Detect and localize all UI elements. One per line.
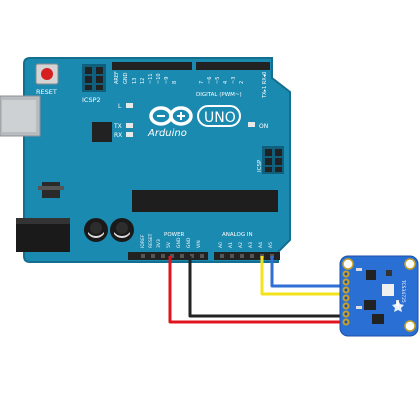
- analog-header: [214, 252, 280, 260]
- digital-pin-13: 13: [132, 78, 138, 84]
- power-pin-ioref: IOREF: [140, 234, 146, 248]
- digital-pin-10: ~10: [156, 73, 162, 84]
- sensor-side-label: TCS34725: [400, 279, 406, 303]
- digital-pin-5: ~5: [215, 77, 221, 84]
- mount-hole-br: [404, 320, 416, 332]
- gnd-label-top: GND: [123, 72, 129, 84]
- sensor-pins: [342, 270, 350, 326]
- analog-pin-a3: A3: [248, 242, 254, 248]
- led-tx: [126, 123, 133, 128]
- arduino-logo: [149, 106, 193, 126]
- digital-pin-8: 8: [172, 81, 178, 84]
- power-header-pins: [141, 254, 204, 258]
- power-pin-gnd-1: GND: [176, 237, 182, 248]
- power-pin-reset: RESET: [148, 233, 154, 248]
- digital-pin-6: ~6: [207, 77, 213, 84]
- sensor-regulator: [364, 300, 376, 310]
- digital-header-2: [196, 62, 270, 70]
- power-jack-top: [16, 218, 70, 224]
- wire-blue-scl: [270, 256, 350, 288]
- capacitor-1: [84, 218, 108, 242]
- capacitor-2: [110, 218, 134, 242]
- arduino-uno-board: RESET ICSP2 AREF GND 13 12 ~11 ~10 ~9 8 …: [0, 57, 291, 263]
- wire-black-gnd: [188, 256, 350, 318]
- power-pin-3v3: 3V3: [156, 239, 162, 248]
- icsp-header: [262, 146, 284, 174]
- icsp2-header: [82, 64, 106, 92]
- led-on: [248, 122, 255, 127]
- power-pin-vin: VIN: [196, 240, 202, 248]
- digital-header-1: [112, 62, 192, 70]
- analog-label: ANALOG IN: [222, 232, 253, 238]
- digital-pin-12: 12: [140, 78, 146, 84]
- wire-yellow-sda: [260, 256, 350, 296]
- led-l-label: L: [118, 103, 122, 110]
- led-rx: [126, 132, 133, 137]
- white-led: [382, 284, 394, 296]
- power-pin-gnd-2: GND: [186, 237, 192, 248]
- aref-label: AREF: [114, 71, 120, 84]
- logo-text: Arduino: [147, 128, 187, 139]
- usb-inner: [2, 100, 36, 132]
- led-tx-label: TX: [113, 123, 122, 130]
- color-sensor: [386, 270, 392, 276]
- analog-pin-a4: A4: [258, 242, 264, 248]
- smd-2: [356, 306, 362, 309]
- adafruit-flower-icon: [392, 300, 404, 312]
- power-pin-5v: 5V: [166, 241, 172, 248]
- wire-red-5v: [168, 256, 350, 324]
- power-header: [128, 252, 208, 260]
- mount-hole-tr: [404, 258, 416, 270]
- icsp-label: ICSP: [257, 159, 263, 172]
- analog-pin-a0: A0: [218, 242, 224, 248]
- digital-pin-labels: AREF GND 13 12 ~11 ~10 ~9 8 7 ~6 ~5 4 ~3…: [114, 71, 245, 84]
- model-label: UNO: [204, 110, 236, 126]
- sensor-ic: [372, 314, 384, 324]
- digital-pin-11: ~11: [148, 73, 154, 84]
- digital-pin-2: 2: [239, 81, 245, 84]
- voltage-regulator-tab: [38, 186, 64, 190]
- led-rx-label: RX: [114, 132, 122, 139]
- wires: [168, 256, 350, 324]
- digital-label: DIGITAL (PWM~): [196, 92, 242, 98]
- analog-pin-labels: A0 A1 A2 A3 A4 A5: [218, 242, 274, 248]
- digital-pin-3: ~3: [231, 77, 237, 84]
- on-label: ON: [259, 123, 268, 130]
- atmega-chip: [132, 190, 278, 212]
- digital-pin-9: ~9: [164, 77, 170, 84]
- sensor-pcb: [339, 255, 419, 337]
- uno-badge: [197, 105, 241, 127]
- icsp2-label: ICSP2: [82, 96, 101, 104]
- reset-button-cap[interactable]: [41, 68, 53, 80]
- power-pin-labels: IOREF RESET 3V3 5V GND GND VIN: [140, 233, 202, 248]
- analog-pin-a5: A5: [268, 242, 274, 248]
- reset-label: RESET: [36, 88, 57, 96]
- power-label: POWER: [164, 232, 185, 238]
- mount-hole-tl: [342, 258, 354, 270]
- usb-chip: [92, 122, 112, 142]
- analog-pin-a2: A2: [238, 242, 244, 248]
- digital-pin-4: 4: [223, 81, 229, 84]
- tcs34725-sensor-board: TCS34725: [339, 255, 419, 337]
- sensor-chip: [366, 270, 376, 280]
- analog-pin-a1: A1: [228, 242, 234, 248]
- smd-1: [356, 268, 362, 271]
- digital-pin-7: 7: [199, 81, 205, 84]
- txrx-label: TX▸1 RX◂0: [262, 72, 268, 99]
- led-l: [126, 103, 133, 108]
